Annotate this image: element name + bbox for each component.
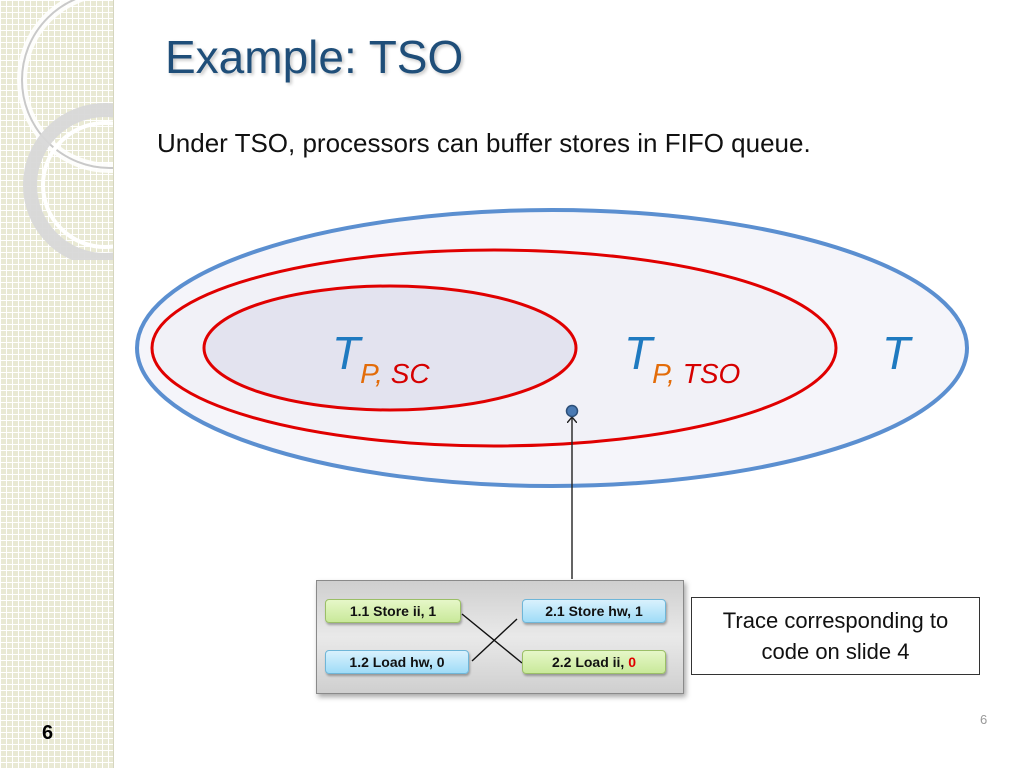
- trace-note: Trace corresponding to code on slide 4: [691, 597, 980, 675]
- edge-op11-to-op22: [461, 613, 523, 664]
- slide-title: Example: TSO: [165, 31, 464, 83]
- trace-note-line-2: code on slide 4: [761, 639, 910, 664]
- op-1-2-load: 1.2 Load hw, 0: [325, 650, 469, 674]
- op-1-1-store: 1.1 Store ii, 1: [325, 599, 461, 623]
- sidebar-pattern: [0, 0, 114, 768]
- slide-subtitle: Under TSO, processors can buffer stores …: [157, 128, 811, 158]
- page-number-corner: 6: [980, 712, 988, 727]
- page-number-sidebar: 6: [42, 722, 54, 744]
- all-traces-set-label: T: [882, 327, 911, 379]
- tso-set-label: TP, TSO: [624, 327, 741, 389]
- sc-set-label: TP, SC: [332, 327, 430, 389]
- sc-set-ellipse: [202, 284, 578, 412]
- trace-point: [565, 404, 579, 418]
- decorative-circles: [17, 0, 113, 260]
- trace-note-line-1: Trace corresponding to: [722, 608, 949, 633]
- trace-edges: [461, 613, 523, 664]
- edge-op12-to-op21: [471, 618, 518, 662]
- op-2-2-load: 2.2 Load ii, 0: [522, 650, 666, 674]
- op-2-1-store: 2.1 Store hw, 1: [522, 599, 666, 623]
- trace-panel: 1.1 Store ii, 1 2.1 Store hw, 1 1.2 Load…: [316, 580, 684, 694]
